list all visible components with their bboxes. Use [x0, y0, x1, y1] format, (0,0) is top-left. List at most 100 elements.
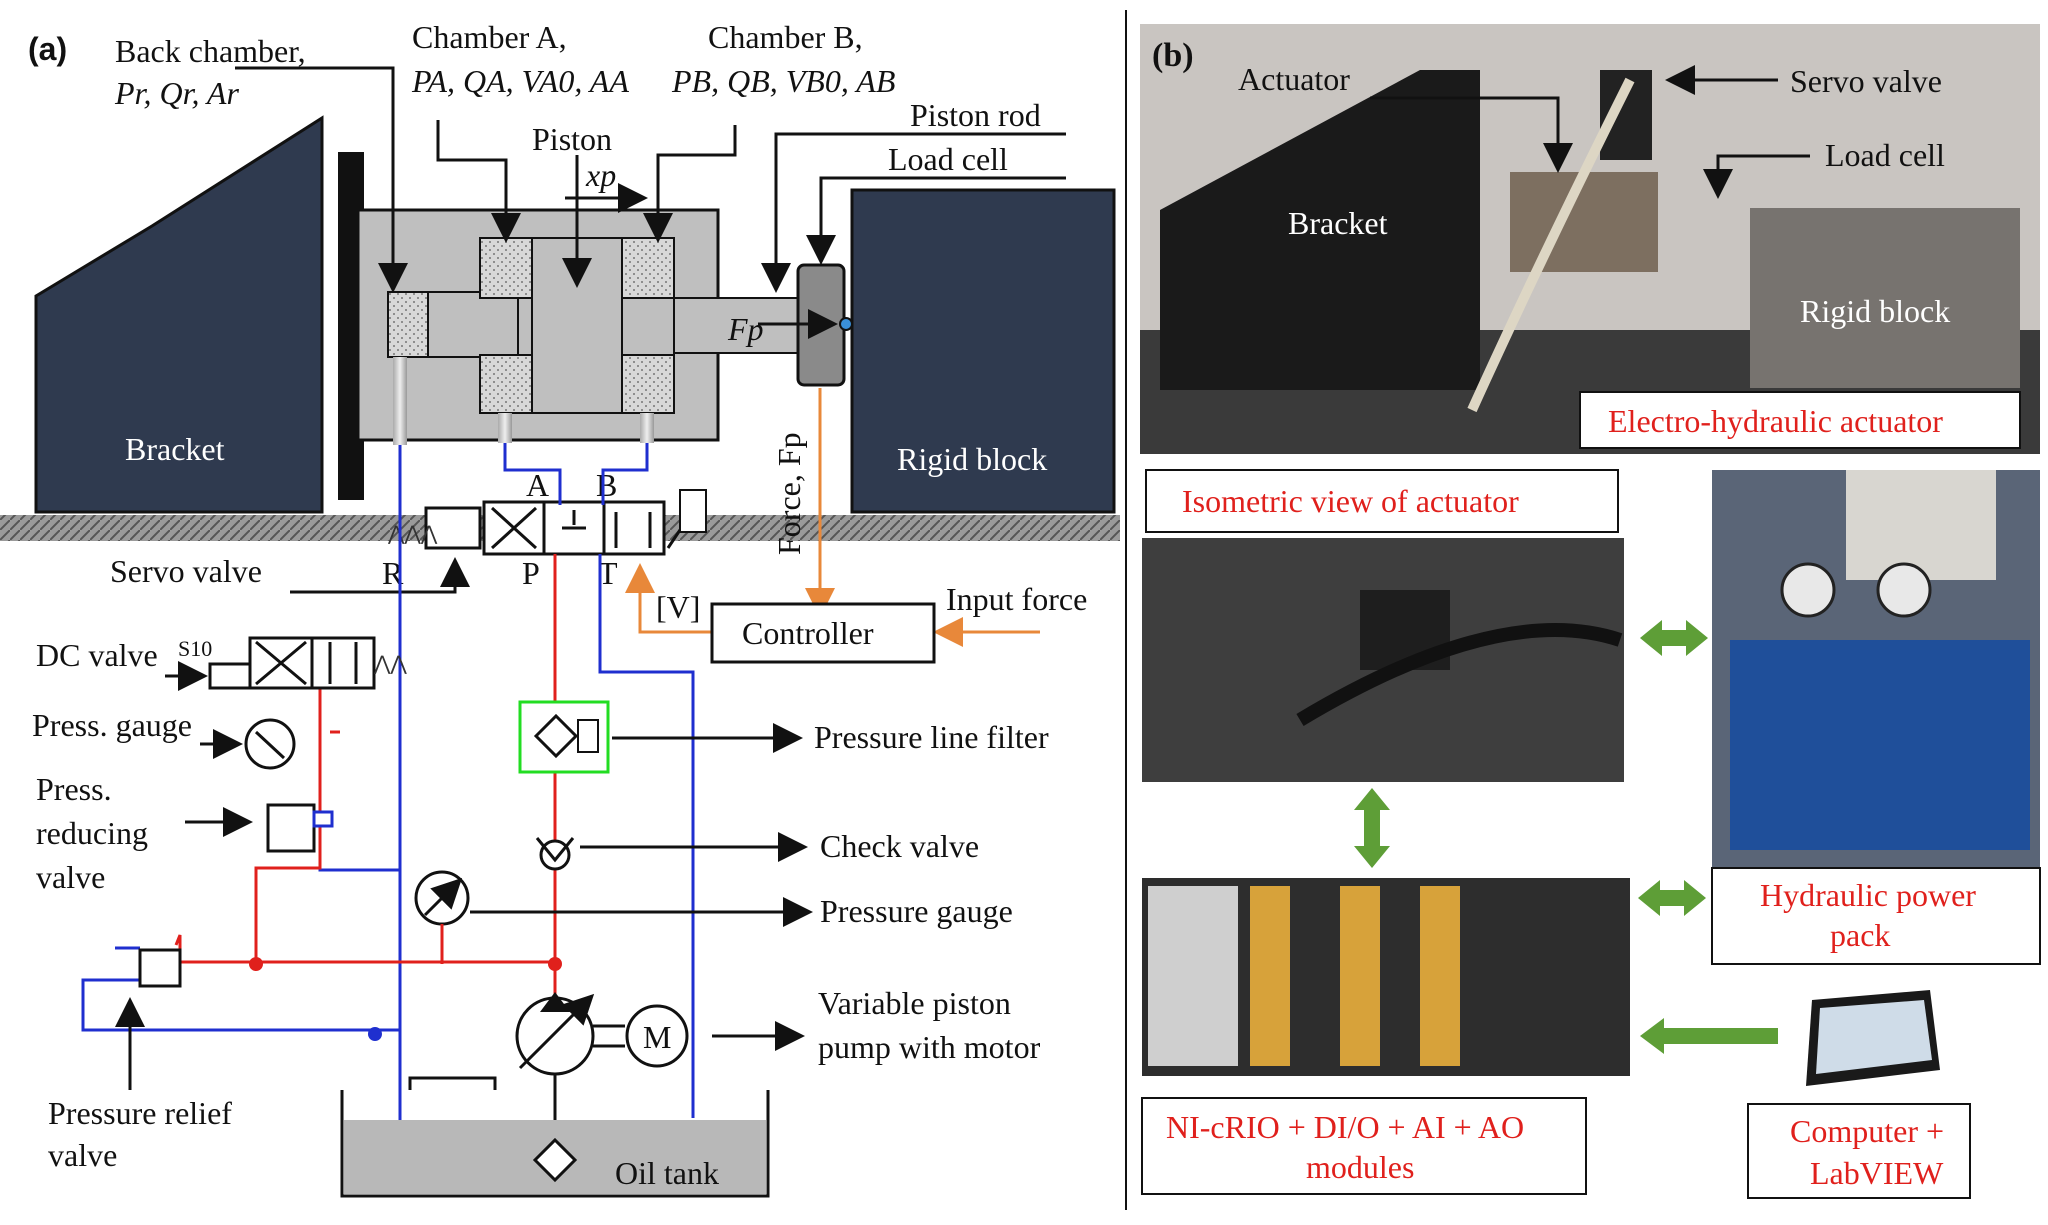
press-reducing-1: Press. — [36, 771, 112, 807]
photo-bracket-label: Bracket — [1288, 205, 1388, 241]
check-valve-label: Check valve — [820, 828, 979, 864]
connection-arrows — [1354, 620, 1778, 1054]
photo-actuator-leader — [1370, 96, 1573, 173]
chamber-a-leader — [436, 120, 521, 243]
servo-parallel-arrows — [614, 512, 652, 548]
filter-label: Pressure line filter — [814, 719, 1049, 755]
eha-label: Electro-hydraulic actuator — [1608, 403, 1943, 439]
junction-blue — [368, 1027, 382, 1041]
load-cell-sensor — [839, 317, 853, 331]
iso-photo-hose — [1296, 623, 1623, 727]
back-chamber-vars: Pr, Qr, Ar — [114, 75, 239, 111]
servo-valve-box-3 — [602, 500, 666, 556]
press-reducing-symbol — [266, 803, 316, 853]
dc-valve-arrows — [255, 640, 358, 686]
hpp-photo-gauge-1 — [1780, 562, 1836, 618]
chamber-b-bottom — [621, 354, 675, 414]
dc-spring: ⋀⋀ — [373, 653, 407, 675]
pressure-gauge-label: Pressure gauge — [820, 893, 1013, 929]
force-label: Force, Fp — [771, 432, 807, 555]
check-valve-seat — [535, 837, 575, 863]
port-a: A — [526, 467, 549, 503]
xp-label: xp — [585, 157, 616, 193]
servo-center-symbol — [562, 510, 586, 530]
motor-label: M — [643, 1019, 671, 1055]
controller-box — [710, 602, 936, 664]
servo-cross-arrows — [490, 506, 538, 550]
junction-red-1 — [249, 957, 263, 971]
hpp-label-2: pack — [1830, 917, 1890, 953]
crio-label-2: modules — [1306, 1149, 1414, 1185]
chamber-a-bottom — [479, 354, 533, 414]
port-p: P — [522, 555, 540, 591]
port-t: T — [598, 555, 618, 591]
hpp-photo-tank — [1730, 640, 2030, 850]
load-cell-leader — [806, 176, 1066, 265]
computer-display — [1816, 1000, 1932, 1074]
hpp-box — [1711, 867, 2041, 965]
arrow-iso-hpp — [1640, 620, 1708, 656]
iso-view-label: Isometric view of actuator — [1182, 483, 1519, 519]
fp-label: Fp — [727, 311, 764, 347]
computer-label-1: Computer + — [1790, 1113, 1944, 1149]
suction-strainer — [532, 1137, 578, 1183]
piston-left — [427, 291, 519, 358]
bracket-label: Bracket — [125, 431, 225, 467]
chamber-b-leader — [643, 125, 737, 243]
photo-loadcell-leader — [1703, 154, 1810, 199]
panel-b-tag: (b) — [1152, 37, 1194, 74]
press-reducing-3: valve — [36, 859, 105, 895]
relief-label-2: valve — [48, 1137, 117, 1173]
crio-label-1: NI-cRIO + DI/O + AI + AO — [1166, 1109, 1524, 1145]
arrow-crio-hpp — [1638, 880, 1706, 916]
press-gauge-label: Press. gauge — [32, 707, 192, 743]
hpp-photo-box — [1846, 470, 1996, 580]
filter-symbol — [533, 713, 579, 759]
photo-rigid-label: Rigid block — [1800, 293, 1950, 329]
check-valve-symbol — [539, 839, 571, 871]
arrow-computer-crio — [1640, 1018, 1778, 1054]
photo-loadcell-label: Load cell — [1825, 137, 1945, 173]
back-chamber — [387, 291, 429, 358]
actuator-photo-block — [1750, 208, 2020, 388]
pressure-gauge-needle — [423, 877, 463, 917]
servo-solenoid — [679, 489, 707, 533]
pump-label-1: Variable piston — [818, 985, 1011, 1021]
crio-photo-module-2 — [1340, 886, 1380, 1066]
piston-rod-label: Piston rod — [910, 97, 1041, 133]
actuator-photo-hose — [1467, 77, 1635, 413]
eha-box — [1579, 391, 2021, 449]
dc-solenoid — [208, 662, 252, 690]
controller-label: Controller — [742, 615, 874, 651]
pressure-lines — [174, 554, 557, 996]
iso-view-box — [1145, 469, 1619, 533]
back-chamber-leader — [235, 66, 408, 293]
filter-bypass — [577, 719, 599, 753]
tank-breather — [408, 1076, 497, 1090]
piston-rod-leader — [761, 132, 1066, 293]
pump-variable-arrow — [518, 993, 595, 1070]
press-gauge-needle — [254, 730, 286, 760]
servo-valve-label: Servo valve — [110, 553, 262, 589]
photo-actuator-label: Actuator — [1238, 61, 1350, 97]
actuator-photo-cylinder — [1510, 172, 1658, 272]
s10-label: S10 — [178, 636, 212, 661]
computer-box — [1747, 1103, 1971, 1199]
motor-symbol — [625, 1004, 689, 1068]
relief-label-1: Pressure relief — [48, 1095, 232, 1131]
dc-valve-box-2 — [310, 636, 376, 690]
computer-label-2: LabVIEW — [1810, 1155, 1944, 1191]
dc-valve-label: DC valve — [36, 637, 158, 673]
crio-photo-controller — [1148, 886, 1238, 1066]
panel-a-tag: (a) — [28, 31, 67, 67]
arrow-iso-crio — [1354, 788, 1390, 868]
servo-valve-leader — [290, 557, 470, 594]
load-cell-label: Load cell — [888, 141, 1008, 177]
servo-spring-left: ⋀⋀⋀ — [387, 523, 438, 545]
servo-valve-left — [424, 506, 482, 550]
chamber-a-vars: PA, QA, VA0, AA — [411, 63, 629, 99]
chamber-b-label: Chamber B, — [708, 19, 863, 55]
crio-box — [1141, 1097, 1587, 1195]
port-b: B — [596, 467, 617, 503]
